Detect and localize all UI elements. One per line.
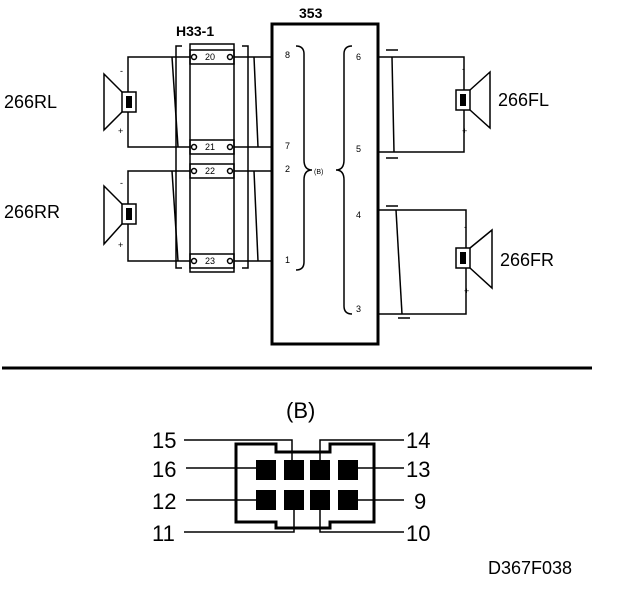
unit-pin-7: 7 [285,141,290,151]
connector-pin-10 [310,490,330,510]
speaker-rl-minus: - [120,66,123,76]
speaker-rl-icon [103,72,137,132]
unit-group-label: (B) [314,169,323,176]
unit-pin-2: 2 [285,164,290,174]
connector-view-title: (B) [286,398,315,423]
wires [127,49,467,319]
unit-353-label: 353 [299,5,323,21]
h33-pin-22: 22 [205,166,215,176]
connector-h33-body [175,43,249,273]
unit-353-box [270,22,380,346]
connector-label-13: 13 [406,457,430,482]
unit-left-brace [295,45,313,271]
h33-pin-23: 23 [205,256,215,266]
connector-pin-9 [338,490,358,510]
h33-pin-21: 21 [205,142,215,152]
connector-pin-16 [256,460,276,480]
unit-right-brace [335,45,353,315]
unit-pin-1: 1 [285,255,290,265]
connector-label-10: 10 [406,521,430,546]
unit-pin-5: 5 [356,144,361,154]
connector-b-housing [234,442,376,530]
connector-label-12: 12 [152,489,176,514]
connector-label-11: 11 [152,521,175,546]
connector-leader-lines [184,439,404,533]
connector-pin-13 [338,460,358,480]
connector-label-15: 15 [152,428,176,453]
connector-label-16: 16 [152,457,176,482]
unit-pin-4: 4 [356,210,361,220]
speaker-rl-plus: + [118,126,123,136]
speaker-fr-icon [455,228,493,290]
connector-pin-12 [256,490,276,510]
speaker-rl-label: 266RL [4,92,57,112]
speaker-rr-plus: + [118,240,123,250]
speaker-rr-icon [103,184,137,246]
speaker-fl-icon [455,70,491,130]
h33-pin-20: 20 [205,52,215,62]
unit-pin-6: 6 [356,52,361,62]
speaker-fr-label: 266FR [500,250,554,270]
connector-h33-label: H33-1 [176,23,214,39]
connector-label-14: 14 [406,428,430,453]
connector-pin-14 [310,460,330,480]
speaker-rr-minus: - [120,178,123,188]
connector-label-9: 9 [414,489,426,514]
connector-pin-11 [284,490,304,510]
connector-pin-15 [284,460,304,480]
unit-pin-8: 8 [285,50,290,60]
unit-pin-3: 3 [356,304,361,314]
speaker-rr-label: 266RR [4,202,60,222]
figure-code: D367F038 [488,558,572,578]
speaker-fl-label: 266FL [498,90,549,110]
